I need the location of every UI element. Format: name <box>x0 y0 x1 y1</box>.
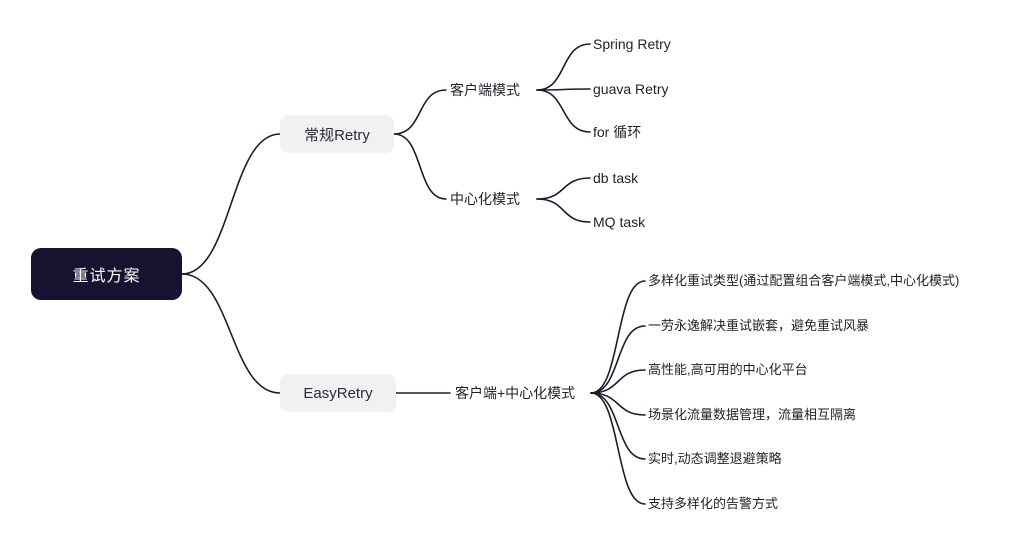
leaf-feature-dynamic-backoff[interactable]: 实时,动态调整退避策略 <box>648 451 782 466</box>
subtopic-client-mode[interactable]: 客户端模式 <box>450 82 520 98</box>
leaf-for-loop[interactable]: for 循环 <box>593 124 642 140</box>
subtopic-centralized-mode[interactable]: 中心化模式 <box>450 191 520 207</box>
subtopic-client-plus-centralized-mode[interactable]: 客户端+中心化模式 <box>455 385 576 401</box>
leaf-mq-task[interactable]: MQ task <box>593 214 646 230</box>
connector-line <box>590 325 646 394</box>
root-node-retry-plan[interactable]: 重试方案 <box>31 248 182 300</box>
leaf-feature-diverse-alerts[interactable]: 支持多样化的告警方式 <box>648 496 779 511</box>
leaf-feature-diverse-retry-types[interactable]: 多样化重试类型(通过配置组合客户端模式,中心化模式) <box>648 273 960 288</box>
connector-line <box>590 392 646 416</box>
connector-line <box>181 133 281 275</box>
connector-line <box>590 392 646 505</box>
leaf-spring-retry[interactable]: Spring Retry <box>593 36 671 52</box>
leaf-feature-avoid-retry-storm[interactable]: 一劳永逸解决重试嵌套，避免重试风暴 <box>648 318 870 333</box>
branch-node-regular-retry[interactable]: 常规Retry <box>280 115 394 153</box>
leaf-db-task[interactable]: db task <box>593 170 639 186</box>
connector-line <box>181 273 281 394</box>
connector-line <box>590 369 646 394</box>
leaf-guava-retry[interactable]: guava Retry <box>593 81 669 97</box>
leaf-feature-high-performance-platform[interactable]: 高性能,高可用的中心化平台 <box>648 362 808 377</box>
connector-line <box>393 133 447 200</box>
connector-line <box>393 89 447 135</box>
connector-line <box>590 392 646 460</box>
connector-line <box>536 89 591 133</box>
branch-node-easyretry[interactable]: EasyRetry <box>280 374 396 412</box>
connector-line <box>536 198 591 223</box>
leaf-feature-traffic-isolation[interactable]: 场景化流量数据管理，流量相互隔离 <box>648 407 857 422</box>
connector-line <box>536 177 591 200</box>
connector-line <box>536 88 591 91</box>
connector-line <box>536 43 591 91</box>
connector-line <box>590 280 646 394</box>
